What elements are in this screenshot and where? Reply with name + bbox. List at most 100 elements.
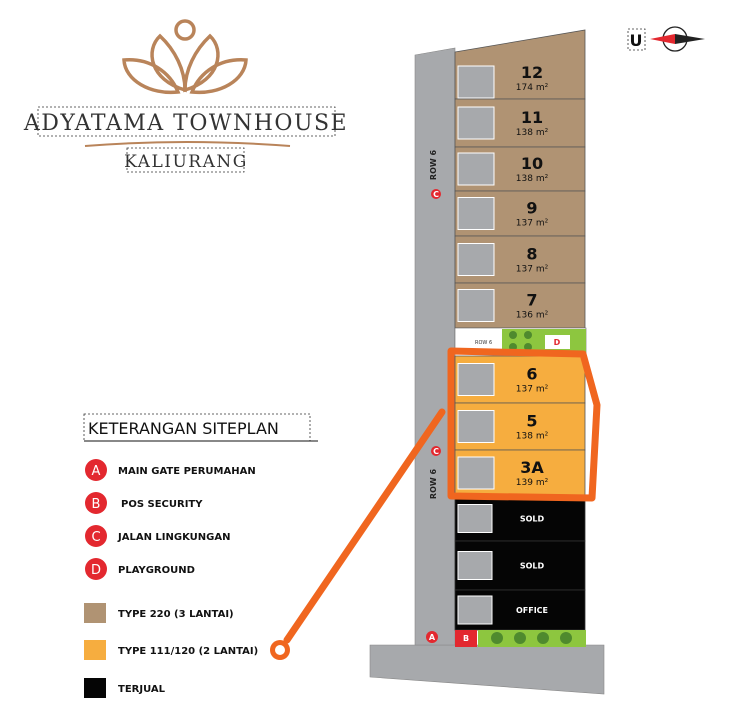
garage-block bbox=[457, 410, 495, 443]
unit-area: 136 m² bbox=[516, 311, 549, 321]
unit-number: 5 bbox=[526, 412, 537, 431]
compass: U bbox=[627, 26, 705, 52]
garage-block bbox=[457, 152, 495, 186]
sold-lot-label: OFFICE bbox=[516, 606, 548, 615]
marker-letter: A bbox=[429, 633, 436, 642]
legend-type-2: TERJUAL bbox=[84, 678, 166, 698]
highlight-pointer bbox=[283, 408, 446, 644]
marker-dot bbox=[431, 189, 441, 199]
highlight-pointer-hole bbox=[275, 645, 285, 655]
legend-title: KETERANGAN SITEPLAN bbox=[88, 419, 279, 438]
garage-block bbox=[457, 197, 495, 230]
legend-marker-icon bbox=[85, 459, 107, 481]
compass-needle-north-icon bbox=[650, 34, 675, 44]
tree-icon bbox=[537, 632, 549, 644]
brand-name-frame bbox=[37, 106, 336, 137]
marker-letter: B bbox=[463, 634, 469, 643]
garage-block bbox=[457, 363, 495, 396]
tree-icon bbox=[560, 632, 572, 644]
compass-needle-south-icon bbox=[675, 34, 705, 44]
compass-label-frame bbox=[627, 28, 646, 51]
road-label-bottom: ROW 6 bbox=[429, 469, 438, 500]
garage-block bbox=[457, 551, 493, 580]
unit-area: 138 m² bbox=[516, 174, 549, 184]
map-markers: C C D A B bbox=[426, 189, 561, 643]
map-marker-c-top: C bbox=[431, 189, 441, 199]
unit-area: 137 m² bbox=[516, 265, 549, 275]
unit-area: 139 m² bbox=[516, 478, 549, 488]
legend-marker-d: D PLAYGROUND bbox=[85, 558, 195, 580]
legend-swatch bbox=[84, 603, 106, 623]
road-label-top: ROW 6 bbox=[429, 150, 438, 181]
legend-type-1: TYPE 111/120 (2 LANTAI) bbox=[84, 640, 258, 660]
unit-area: 138 m² bbox=[516, 128, 549, 138]
compass-label: U bbox=[630, 31, 643, 50]
legend-marker-label: JALAN LINGKUNGAN bbox=[117, 532, 230, 543]
legend-marker-key: D bbox=[91, 563, 101, 578]
logo-petal-left-outer bbox=[122, 58, 181, 95]
map-marker-c-mid: C bbox=[431, 446, 441, 456]
garage-block bbox=[457, 106, 495, 140]
legend-types: TYPE 220 (3 LANTAI) TYPE 111/120 (2 LANTA… bbox=[84, 603, 258, 698]
highlight-frame bbox=[447, 347, 601, 502]
legend-marker-key: C bbox=[91, 530, 100, 545]
logo-bud bbox=[174, 19, 196, 41]
legend-type-label: TYPE 111/120 (2 LANTAI) bbox=[118, 646, 258, 657]
marker-letter: D bbox=[554, 338, 561, 347]
sold-lot[interactable]: SOLD bbox=[454, 495, 586, 542]
gate-garden bbox=[478, 630, 586, 647]
marker-letter: C bbox=[433, 447, 439, 456]
map-marker-d: D bbox=[554, 338, 561, 347]
legend-marker-icon bbox=[85, 492, 107, 514]
garage-block bbox=[457, 504, 493, 533]
legend-type-label: TERJUAL bbox=[118, 684, 166, 695]
unit-area: 174 m² bbox=[516, 83, 549, 93]
playground-d-box bbox=[545, 335, 570, 349]
marker-letter: C bbox=[433, 190, 439, 199]
map-marker-b: B bbox=[463, 634, 469, 643]
brand-swoosh bbox=[84, 141, 291, 147]
unit-area: 138 m² bbox=[516, 432, 549, 442]
legend-type-0: TYPE 220 (3 LANTAI) bbox=[84, 603, 234, 623]
sold-lot[interactable]: SOLD bbox=[454, 540, 586, 591]
logo-mark bbox=[122, 19, 248, 95]
sold-lot-label: SOLD bbox=[520, 515, 545, 524]
tree-icon bbox=[524, 331, 532, 339]
legend-marker-label: POS SECURITY bbox=[121, 499, 203, 510]
sold-lot[interactable]: OFFICE bbox=[454, 589, 586, 631]
unit-number: 10 bbox=[521, 154, 543, 173]
unit-number: 9 bbox=[526, 199, 537, 218]
marker-dot bbox=[426, 631, 438, 643]
tree-icon bbox=[514, 632, 526, 644]
legend-marker-key: A bbox=[92, 464, 101, 479]
unit-area: 137 m² bbox=[516, 385, 549, 395]
internal-road bbox=[414, 47, 456, 646]
legend-swatch bbox=[84, 640, 106, 660]
brand-name: ADYATAMA TOWNHOUSE bbox=[23, 111, 348, 136]
legend-marker-label: PLAYGROUND bbox=[118, 565, 195, 576]
unit-number: 3A bbox=[520, 458, 544, 477]
unit-number: 8 bbox=[526, 245, 537, 264]
garage-block bbox=[457, 595, 493, 625]
map-marker-a: A bbox=[426, 631, 438, 643]
logo-petal-right-inner bbox=[183, 33, 220, 93]
legend-type-label: TYPE 220 (3 LANTAI) bbox=[118, 609, 234, 620]
unit-area: 137 m² bbox=[516, 219, 549, 229]
marker-dot bbox=[431, 446, 441, 456]
legend-marker-icon bbox=[85, 525, 107, 547]
legend-swatch bbox=[84, 678, 106, 698]
